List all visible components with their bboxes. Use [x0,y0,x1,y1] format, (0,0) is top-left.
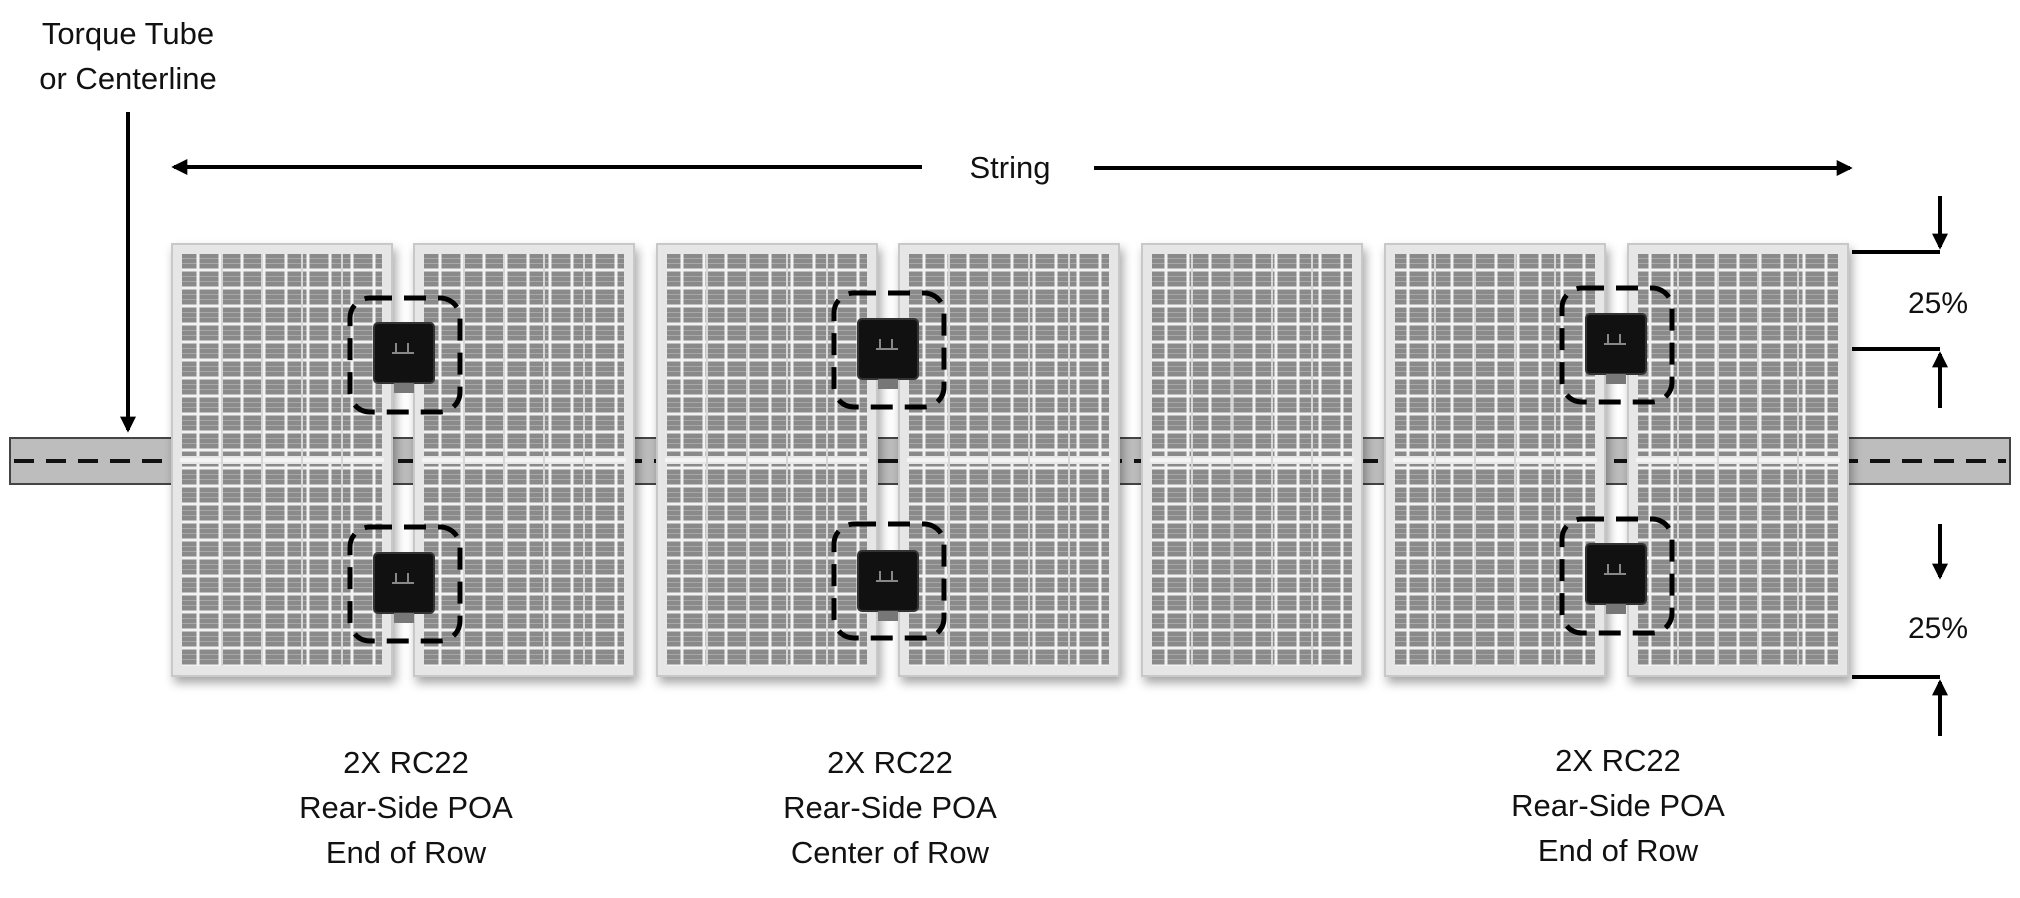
torque-tube-label-line1: Torque Tube [42,16,214,51]
group-caption-line2: Rear-Side POA [783,790,997,825]
sensor-highlight-box [1559,516,1675,636]
group-caption-line1: 2X RC22 [827,745,953,780]
solar-panel [656,243,878,677]
torque-tube-label-line2: or Centerline [39,61,216,96]
sensor-connector [394,613,414,623]
sensor-group-caption: 2X RC22 Rear-Side POA End of Row [1511,743,1725,868]
group-caption-line1: 2X RC22 [343,745,469,780]
sensor-highlight-box [831,290,947,410]
sensor-connector [1606,374,1626,384]
sensor-group-caption: 2X RC22 Rear-Side POA Center of Row [783,745,997,870]
group-caption-line3: Center of Row [791,835,990,870]
sensor-highlight-box [347,524,463,644]
sensor-connector [1606,604,1626,614]
sensor-connector [878,611,898,621]
string-label: String [970,150,1051,185]
sensor-highlight-box [831,521,947,641]
group-caption-line2: Rear-Side POA [1511,788,1725,823]
solar-panel [898,243,1120,677]
rc22-sensor [1559,285,1675,405]
sensor-highlight-box [347,295,463,415]
solar-panel [413,243,635,677]
string-span-arrow [171,159,1853,176]
top-offset-dimension [1852,196,1948,408]
solar-panel [1627,243,1849,677]
solar-panel [1384,243,1606,677]
sensor-group-caption: 2X RC22 Rear-Side POA End of Row [299,745,513,870]
top-percent-label: 25% [1908,287,1968,320]
solar-panel [171,243,393,677]
sensor-connector [878,379,898,389]
group-caption-line2: Rear-Side POA [299,790,513,825]
solar-panel-row [171,243,1849,677]
sensor-highlight-box [1559,285,1675,405]
bottom-percent-label: 25% [1908,612,1968,645]
rc22-sensor [1559,516,1675,636]
bottom-offset-dimension [1852,524,1948,736]
sensor-layer [347,285,1675,644]
rc22-sensor [831,521,947,641]
sensor-connector [394,383,414,393]
group-caption-line1: 2X RC22 [1555,743,1681,778]
group-caption-line3: End of Row [326,835,487,870]
solar-panel [1141,243,1363,677]
rc22-sensor [831,290,947,410]
group-caption-line3: End of Row [1538,833,1699,868]
rc22-sensor [347,295,463,415]
rc22-sensor [347,524,463,644]
